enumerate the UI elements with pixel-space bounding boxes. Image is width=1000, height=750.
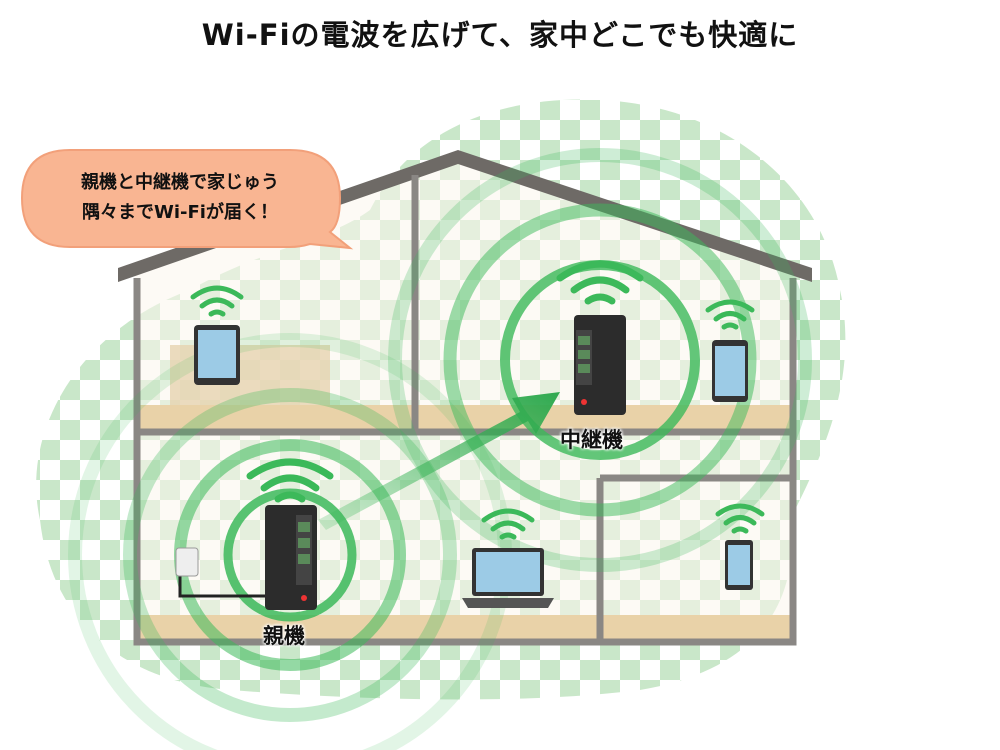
main-router-label: 親機 bbox=[263, 624, 305, 648]
wifi-icon bbox=[556, 260, 644, 305]
speech-bubble-line: 親機と中継機で家じゅう bbox=[81, 172, 279, 193]
speech-bubble-text: 親機と中継機で家じゅう 隅々までWi-Fiが届く！ bbox=[30, 168, 330, 228]
smartphone-device bbox=[725, 540, 753, 590]
page-title: Wi-Fiの電波を広げて、家中どこでも快適に bbox=[201, 18, 799, 52]
repeater-label: 中継機 bbox=[560, 428, 623, 452]
repeater bbox=[574, 315, 626, 415]
tablet-device bbox=[194, 325, 240, 385]
wifi-icon bbox=[705, 299, 755, 330]
wifi-icon bbox=[246, 458, 334, 503]
wifi-icon bbox=[481, 508, 535, 540]
smartphone-device bbox=[712, 340, 748, 402]
laptop-device bbox=[462, 548, 554, 608]
wifi-icon bbox=[190, 285, 244, 317]
wifi-icon bbox=[715, 503, 765, 534]
speech-bubble bbox=[20, 149, 354, 250]
main-router bbox=[175, 505, 317, 610]
speech-bubble-line: 隅々までWi-Fiが届く！ bbox=[82, 202, 278, 223]
signal-arrow bbox=[318, 392, 560, 530]
